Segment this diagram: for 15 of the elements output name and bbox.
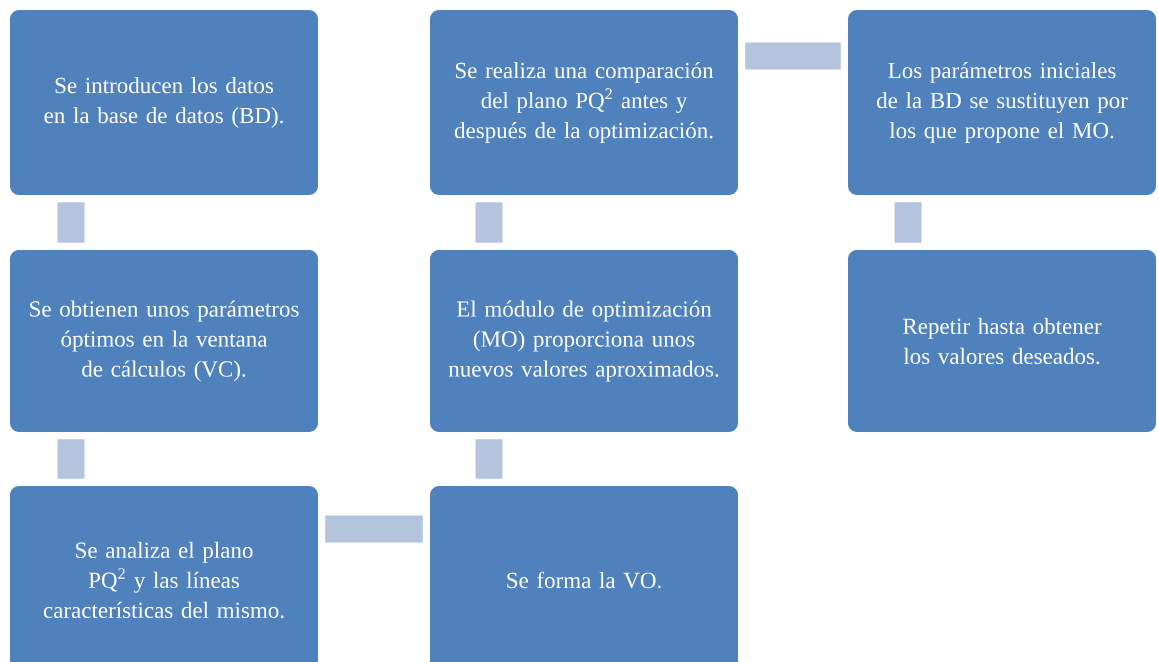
connector-bar	[57, 439, 85, 479]
connector-bar	[475, 439, 503, 479]
connector-bar	[894, 202, 922, 243]
process-box: Se analiza el plano PQ$^{2}$ y las líneas características del mismo.	[10, 486, 318, 662]
process-box: Se forma la VO.	[430, 486, 738, 662]
connector-bar	[325, 515, 423, 543]
process-box: Se realiza una comparación del plano PQ$^{2}$ antes y después de la optimización.	[430, 10, 738, 195]
process-box: Los parámetros iniciales de la BD se sustituyen por los que propone el MO.	[848, 10, 1156, 195]
connector-bar	[745, 42, 841, 70]
process-box: Se obtienen unos parámetros óptimos en la ventana de cálculos (VC).	[10, 250, 318, 432]
connector-bar	[57, 202, 85, 243]
process-box: Se introducen los datos en la base de datos (BD).	[10, 10, 318, 195]
process-box: Repetir hasta obtener los valores deseados.	[848, 250, 1156, 432]
process-box: El módulo de optimización (MO) proporciona unos nuevos valores aproximados.	[430, 250, 738, 432]
connector-bar	[475, 202, 503, 243]
